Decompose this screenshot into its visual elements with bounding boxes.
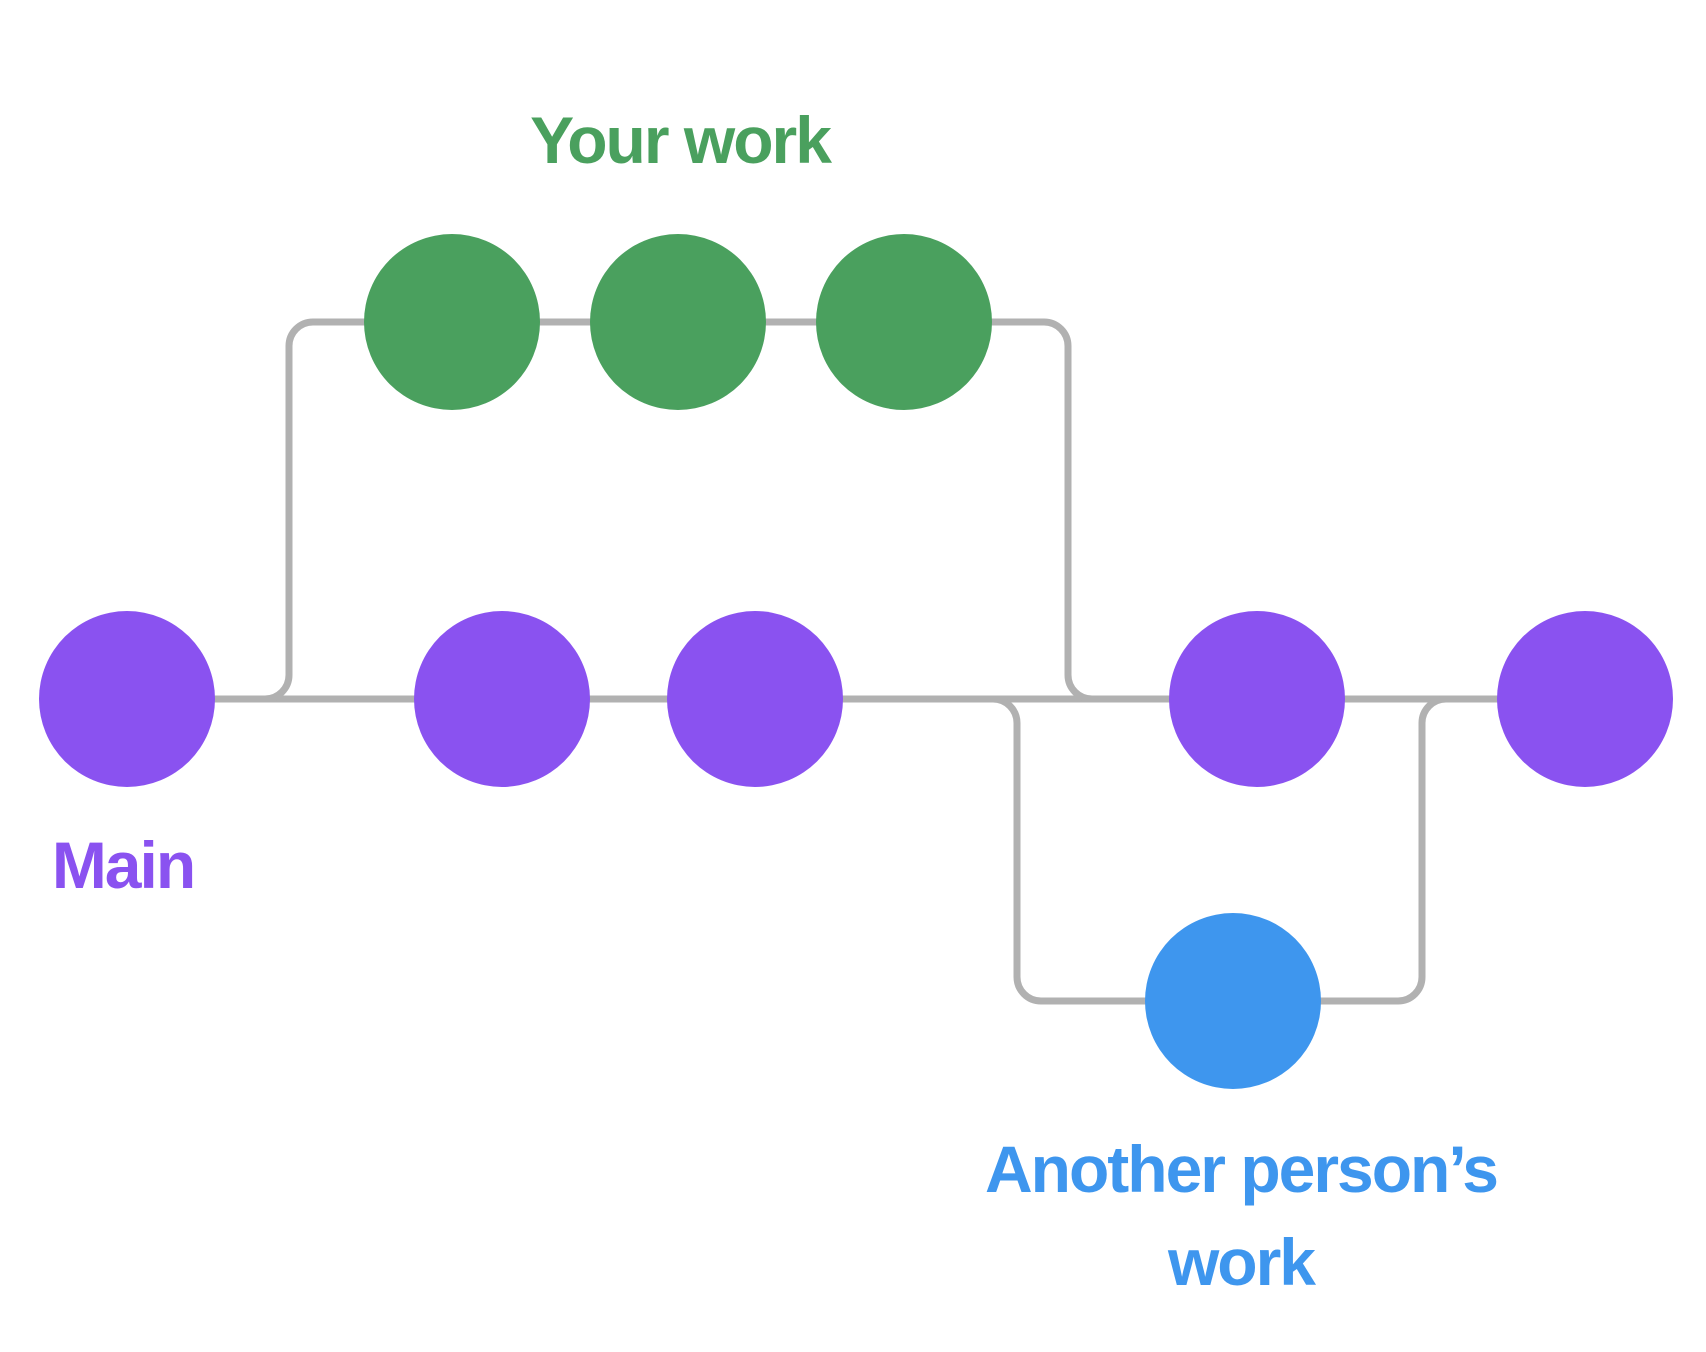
your-work-commit-3 <box>816 234 992 410</box>
main-commit-1 <box>39 611 215 787</box>
your-work-label: Your work <box>530 103 832 177</box>
main-commit-5 <box>1497 611 1673 787</box>
your-work-commit-1 <box>364 234 540 410</box>
another-person-label-line1: Another person’s <box>985 1132 1497 1206</box>
your-work-commit-2 <box>590 234 766 410</box>
your-work-commit-nodes <box>364 234 992 410</box>
main-commit-4 <box>1169 611 1345 787</box>
another-person-commit-1 <box>1145 913 1321 1089</box>
main-label: Main <box>52 828 194 902</box>
branch-labels: Your work Main Another person’s work <box>52 103 1499 1299</box>
main-commit-nodes <box>39 611 1673 787</box>
another-person-commit-nodes <box>1145 913 1321 1089</box>
main-commit-2 <box>414 611 590 787</box>
main-commit-3 <box>667 611 843 787</box>
another-person-label-line2: work <box>1167 1225 1316 1299</box>
